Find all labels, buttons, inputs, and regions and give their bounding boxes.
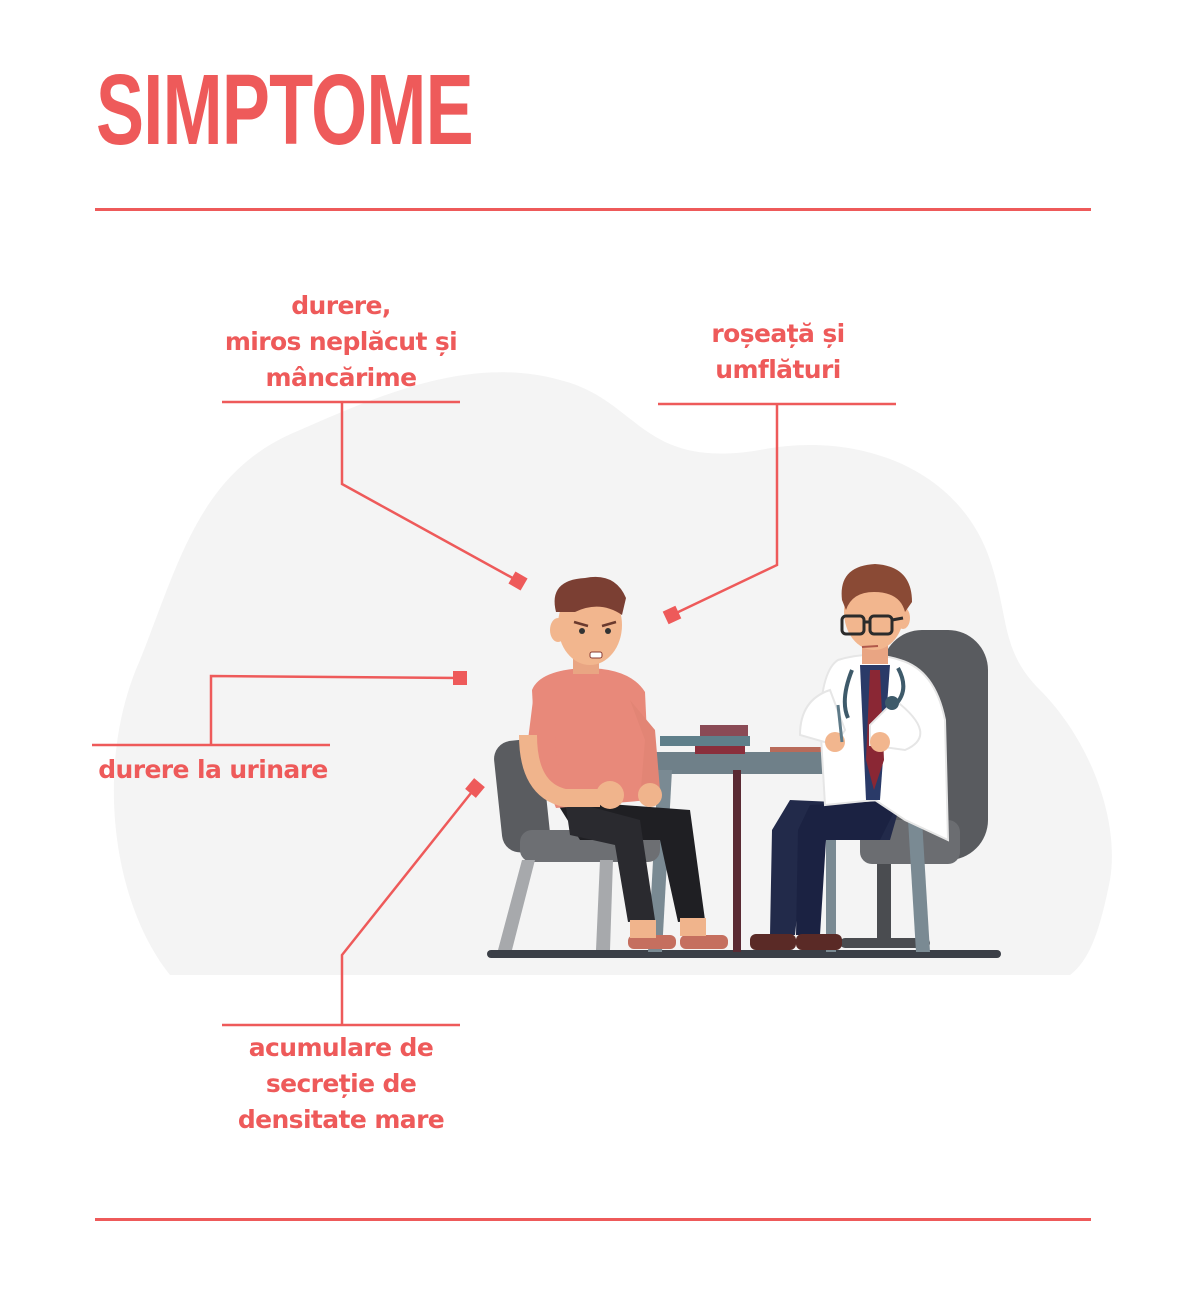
symptom-label-thick-discharge: acumulare de secreție de densitate mare bbox=[196, 1030, 486, 1138]
connector-endpoints bbox=[453, 571, 682, 798]
patient-figure bbox=[519, 576, 728, 949]
label-line: mâncărime bbox=[265, 363, 418, 392]
bottom-divider bbox=[95, 1218, 1091, 1221]
connector-lines bbox=[92, 400, 896, 1027]
floor-line bbox=[487, 950, 1001, 958]
symptom-label-pain-odor-itching: durere, miros neplăcut și mâncărime bbox=[196, 288, 486, 396]
label-line: umflături bbox=[715, 355, 841, 384]
label-line: durere la urinare bbox=[98, 755, 328, 784]
symptom-label-redness-swelling: roșeață și umflături bbox=[648, 316, 908, 388]
label-line: miros neplăcut și bbox=[224, 327, 458, 356]
label-line: secreție de bbox=[265, 1069, 417, 1098]
label-line: roșeață și bbox=[711, 319, 845, 348]
label-line: acumulare de bbox=[248, 1033, 434, 1062]
label-line: durere, bbox=[291, 291, 391, 320]
symptom-label-painful-urination: durere la urinare bbox=[88, 752, 338, 788]
books bbox=[660, 725, 850, 754]
doctor-figure bbox=[750, 564, 950, 950]
top-divider bbox=[95, 208, 1091, 211]
page-title: SIMPTOME bbox=[96, 54, 474, 166]
label-line: densitate mare bbox=[237, 1105, 445, 1134]
